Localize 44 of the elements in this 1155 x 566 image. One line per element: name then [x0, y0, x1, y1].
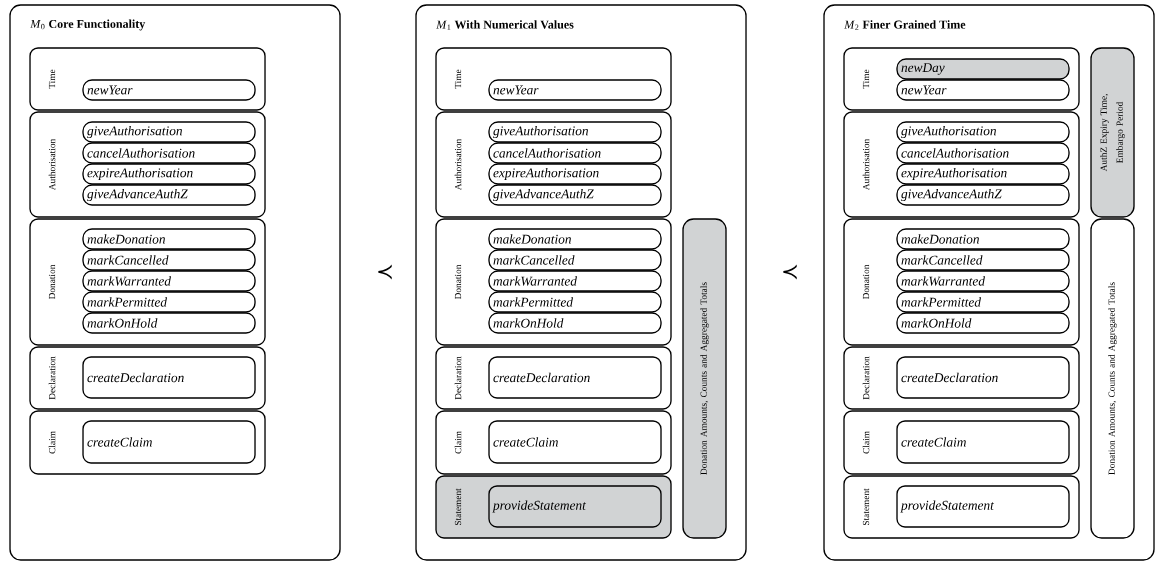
operation-pill: expireAuthorisation [82, 163, 256, 185]
operation-pill: makeDonation [896, 228, 1070, 250]
operation-pill: markCancelled [82, 249, 256, 271]
operation-box: createClaim [896, 420, 1070, 464]
operation-pill: markOnHold [82, 312, 256, 334]
operation-pill: giveAuthorisation [488, 121, 662, 143]
operation-box: createDeclaration [896, 356, 1070, 399]
operation-box: provideStatement [896, 485, 1070, 528]
operation-pill: giveAdvanceAuthZ [82, 184, 256, 206]
operation-pill: makeDonation [488, 228, 662, 250]
operation-pill: markPermitted [82, 291, 256, 313]
operation-box: createClaim [82, 420, 256, 464]
operation-pill: cancelAuthorisation [896, 142, 1070, 164]
operation-pill: makeDonation [82, 228, 256, 250]
operation-pill: expireAuthorisation [488, 163, 662, 185]
precedes-symbol: ≺ [378, 264, 392, 280]
operation-pill: newYear [488, 79, 662, 101]
operation-pill: markPermitted [488, 291, 662, 313]
operation-box: createDeclaration [488, 356, 662, 399]
precedes-symbol: ≺ [783, 264, 797, 280]
operation-pill: markPermitted [896, 291, 1070, 313]
operation-pill: markWarranted [896, 270, 1070, 292]
operation-pill: cancelAuthorisation [82, 142, 256, 164]
operation-pill: markWarranted [82, 270, 256, 292]
operation-box: provideStatement [488, 485, 662, 528]
operation-box: createClaim [488, 420, 662, 464]
operation-pill: markCancelled [488, 249, 662, 271]
operation-pill: newYear [82, 79, 256, 101]
operation-pill: markOnHold [488, 312, 662, 334]
operation-pill: markWarranted [488, 270, 662, 292]
operation-pill: markCancelled [896, 249, 1070, 271]
operation-pill: expireAuthorisation [896, 163, 1070, 185]
operation-pill: giveAdvanceAuthZ [896, 184, 1070, 206]
operation-pill: newYear [896, 79, 1070, 101]
operation-pill: giveAdvanceAuthZ [488, 184, 662, 206]
operation-box: createDeclaration [82, 356, 256, 399]
side-bar: Donation Amounts, Counts and Aggregated Totals [682, 218, 727, 539]
operation-pill: giveAuthorisation [82, 121, 256, 143]
operation-pill: newDay [896, 58, 1070, 80]
side-bar: Donation Amounts, Counts and Aggregated Totals [1090, 218, 1135, 539]
side-bar: AuthZ Expiry Time, Embargo Period [1090, 47, 1135, 218]
operation-pill: cancelAuthorisation [488, 142, 662, 164]
operation-pill: giveAuthorisation [896, 121, 1070, 143]
operation-pill: markOnHold [896, 312, 1070, 334]
